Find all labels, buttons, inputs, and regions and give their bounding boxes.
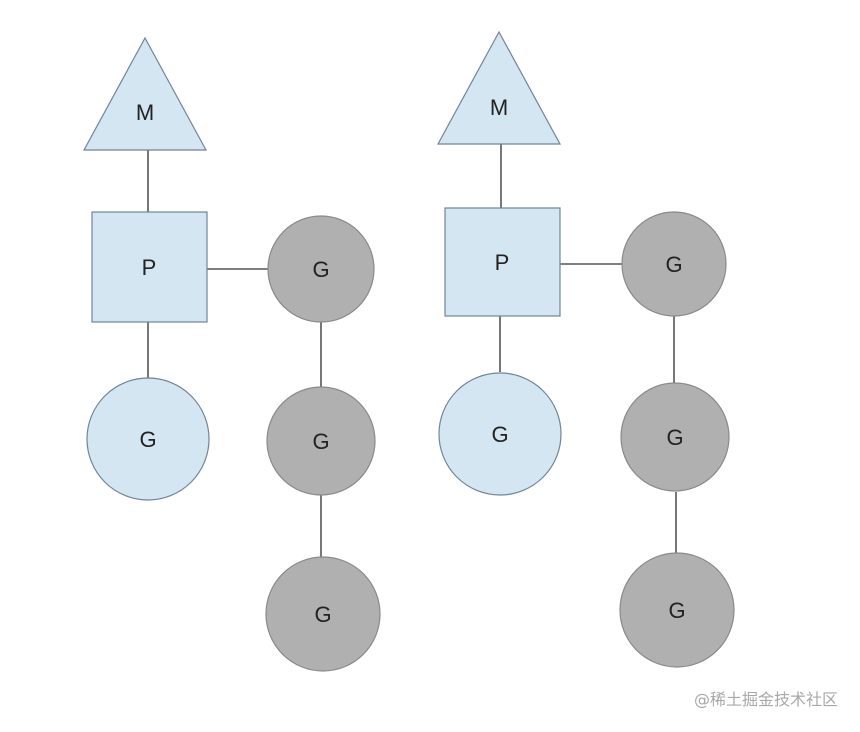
queued-goroutine-circle bbox=[266, 386, 376, 496]
group-2: M P G G G G bbox=[436, 30, 735, 668]
machine-node: M bbox=[436, 30, 562, 145]
running-goroutine-label: G bbox=[139, 427, 156, 452]
queued-goroutine-label: G bbox=[665, 252, 682, 277]
processor-node: P bbox=[91, 211, 208, 323]
queued-goroutine-label: G bbox=[666, 425, 683, 450]
queued-goroutine-circle bbox=[265, 556, 381, 672]
queued-goroutine-circle bbox=[621, 211, 727, 317]
machine-node: M bbox=[82, 36, 208, 151]
watermark: @稀土掘金技术社区 bbox=[693, 690, 838, 709]
queued-goroutine-circle bbox=[620, 382, 730, 492]
running-goroutine-circle bbox=[86, 377, 210, 501]
queued-goroutine-label: G bbox=[668, 598, 685, 623]
queued-goroutine-label: G bbox=[312, 257, 329, 282]
queued-goroutine-circle bbox=[619, 552, 735, 668]
processor-square bbox=[91, 211, 208, 323]
queued-goroutine-node: G bbox=[267, 215, 375, 323]
queued-goroutine-node: G bbox=[620, 382, 730, 492]
queued-goroutine-node: G bbox=[621, 211, 727, 317]
processor-square bbox=[444, 207, 561, 317]
queued-goroutine-node: G bbox=[266, 386, 376, 496]
machine-label: M bbox=[490, 95, 508, 120]
machine-triangle bbox=[82, 36, 208, 151]
machine-triangle bbox=[436, 30, 562, 145]
running-goroutine-label: G bbox=[491, 422, 508, 447]
running-goroutine-node: G bbox=[438, 372, 562, 496]
queued-goroutine-circle bbox=[267, 215, 375, 323]
processor-label: P bbox=[495, 250, 510, 275]
queued-goroutine-node: G bbox=[265, 556, 381, 672]
queued-goroutine-node: G bbox=[619, 552, 735, 668]
machine-label: M bbox=[136, 100, 154, 125]
running-goroutine-circle bbox=[438, 372, 562, 496]
running-goroutine-node: G bbox=[86, 377, 210, 501]
queued-goroutine-label: G bbox=[314, 602, 331, 627]
group-1: M P G G G G bbox=[82, 36, 381, 672]
processor-node: P bbox=[444, 207, 561, 317]
queued-goroutine-label: G bbox=[312, 429, 329, 454]
processor-label: P bbox=[142, 255, 157, 280]
